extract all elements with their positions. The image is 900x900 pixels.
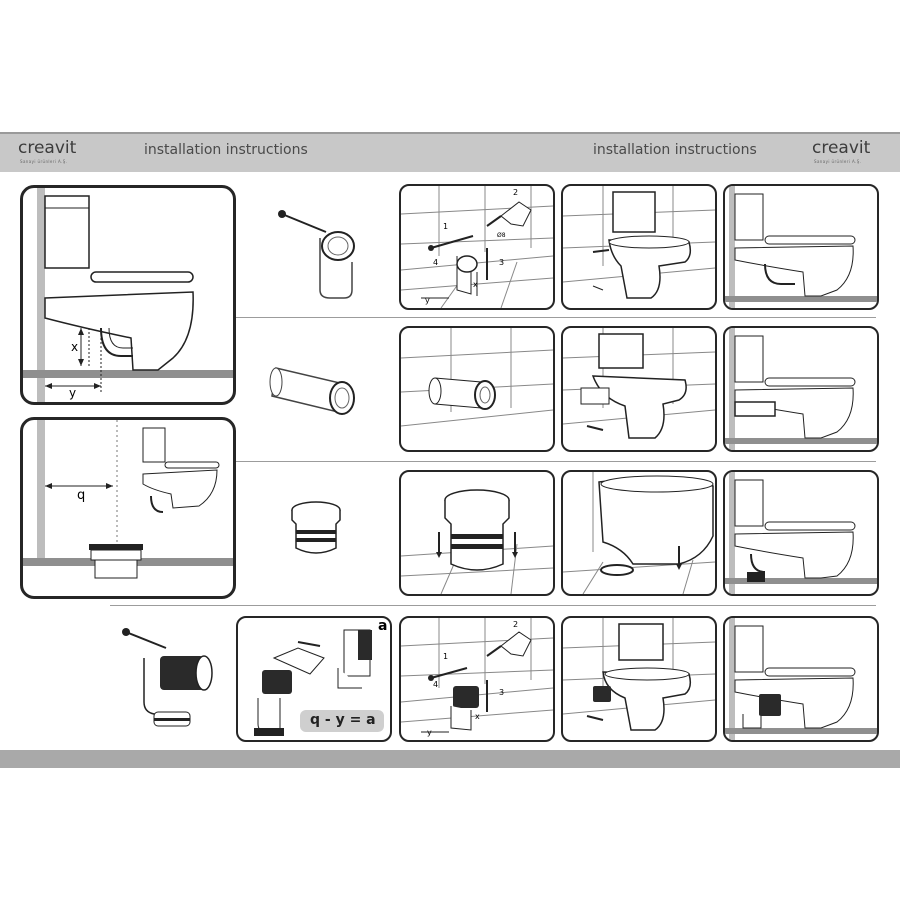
logo-text-right: creavit [812, 138, 871, 158]
toilet-side-view-icon [23, 188, 233, 402]
step-panel-r2-c2 [561, 326, 717, 452]
step-panel-r3-c3 [723, 470, 879, 596]
header-title-right: installation instructions [593, 142, 757, 158]
step-panel-r4-c2 [561, 616, 717, 742]
panel-toilet-xy-diagram: x y [20, 185, 236, 405]
step-panel-r1-c2 [561, 184, 717, 310]
dimension-label-y: y [69, 386, 77, 400]
dimension-label-x-r4: x [475, 712, 480, 721]
dimension-label-y-step: y [425, 296, 430, 305]
tile-wall-drill-icon [401, 186, 553, 308]
toilet-wall-distance-icon [23, 420, 233, 579]
drill-size-label: Ø8 [497, 232, 506, 239]
toilet-horizontal-outlet-icon [725, 328, 877, 450]
dimension-label-a: a [378, 618, 388, 634]
panel-toilet-q-diagram: q [20, 417, 236, 599]
logo-tagline-right: Sanayi ürünleri A.Ş. [814, 159, 862, 164]
formula-label: q - y = a [310, 712, 376, 728]
elbow-connector-icon [122, 628, 213, 727]
header-title-left: installation instructions [144, 142, 308, 158]
tile-wall-drill-elbow-icon [401, 618, 553, 733]
creavit-logo-right: creavit Sanayi ürünleri A.Ş. [812, 136, 892, 170]
step-panel-r3-c1 [399, 470, 555, 596]
toilet-mounting-icon [563, 186, 715, 299]
toilet-lower-onto-seal-icon [563, 472, 715, 594]
toilet-installed-elbow-icon [725, 618, 877, 740]
step-badge-3: 3 [499, 258, 505, 267]
step-panel-r3-c2 [561, 470, 717, 596]
step-panel-r4-c1: 1 2 3 4 y x [399, 616, 555, 742]
pipe-into-wall-icon [401, 328, 553, 427]
step-panel-r2-c1 [399, 326, 555, 452]
rubber-seal-icon [291, 501, 341, 554]
row-divider-1 [236, 317, 876, 318]
connector-pipe-icon [278, 210, 355, 299]
straight-pipe-icon [269, 367, 355, 415]
dimension-label-x-step: x [473, 280, 478, 289]
step-panel-r4-c3 [723, 616, 879, 742]
seal-on-floor-icon [401, 489, 553, 594]
toilet-installed-side-icon [725, 186, 877, 308]
elbow-measure-cut-icon [254, 629, 384, 736]
step-badge-4: 4 [433, 258, 439, 267]
product-bent-connector [268, 202, 364, 302]
step-badge-1: 1 [443, 222, 449, 231]
step-badge-1-r4: 1 [443, 652, 449, 661]
step-panel-r4-c0: a q - y = a [236, 616, 392, 742]
step-panel-r1-c1: 1 2 3 4 Ø8 y x [399, 184, 555, 310]
header-rule [0, 132, 900, 134]
row-divider-2 [236, 461, 876, 462]
row-divider-3 [110, 605, 876, 606]
step-badge-3-r4: 3 [499, 688, 505, 697]
header-bar: creavit Sanayi ürünleri A.Ş. installatio… [0, 132, 900, 172]
product-rubber-seal [286, 498, 346, 560]
step-panel-r1-c3 [723, 184, 879, 310]
logo-tagline-left: Sanayi ürünleri A.Ş. [20, 159, 68, 164]
toilet-mount-elbow-icon [563, 618, 715, 731]
step-badge-2-r4: 2 [513, 620, 519, 629]
dimension-label-y-r4: y [427, 728, 432, 737]
instruction-sheet: creavit Sanayi ürünleri A.Ş. installatio… [0, 132, 900, 768]
creavit-logo-left: creavit Sanayi ürünleri A.Ş. [18, 136, 98, 170]
step-badge-4-r4: 4 [433, 680, 439, 689]
product-straight-pipe [266, 356, 366, 420]
toilet-floor-outlet-icon [725, 472, 877, 594]
dimension-label-x: x [71, 340, 79, 354]
product-elbow-connector [116, 622, 220, 734]
dimension-label-q: q [77, 488, 86, 503]
toilet-push-to-wall-icon [563, 328, 715, 439]
footer-bar [0, 750, 900, 768]
step-badge-2: 2 [513, 188, 519, 197]
logo-text-left: creavit [18, 138, 77, 158]
step-panel-r2-c3 [723, 326, 879, 452]
